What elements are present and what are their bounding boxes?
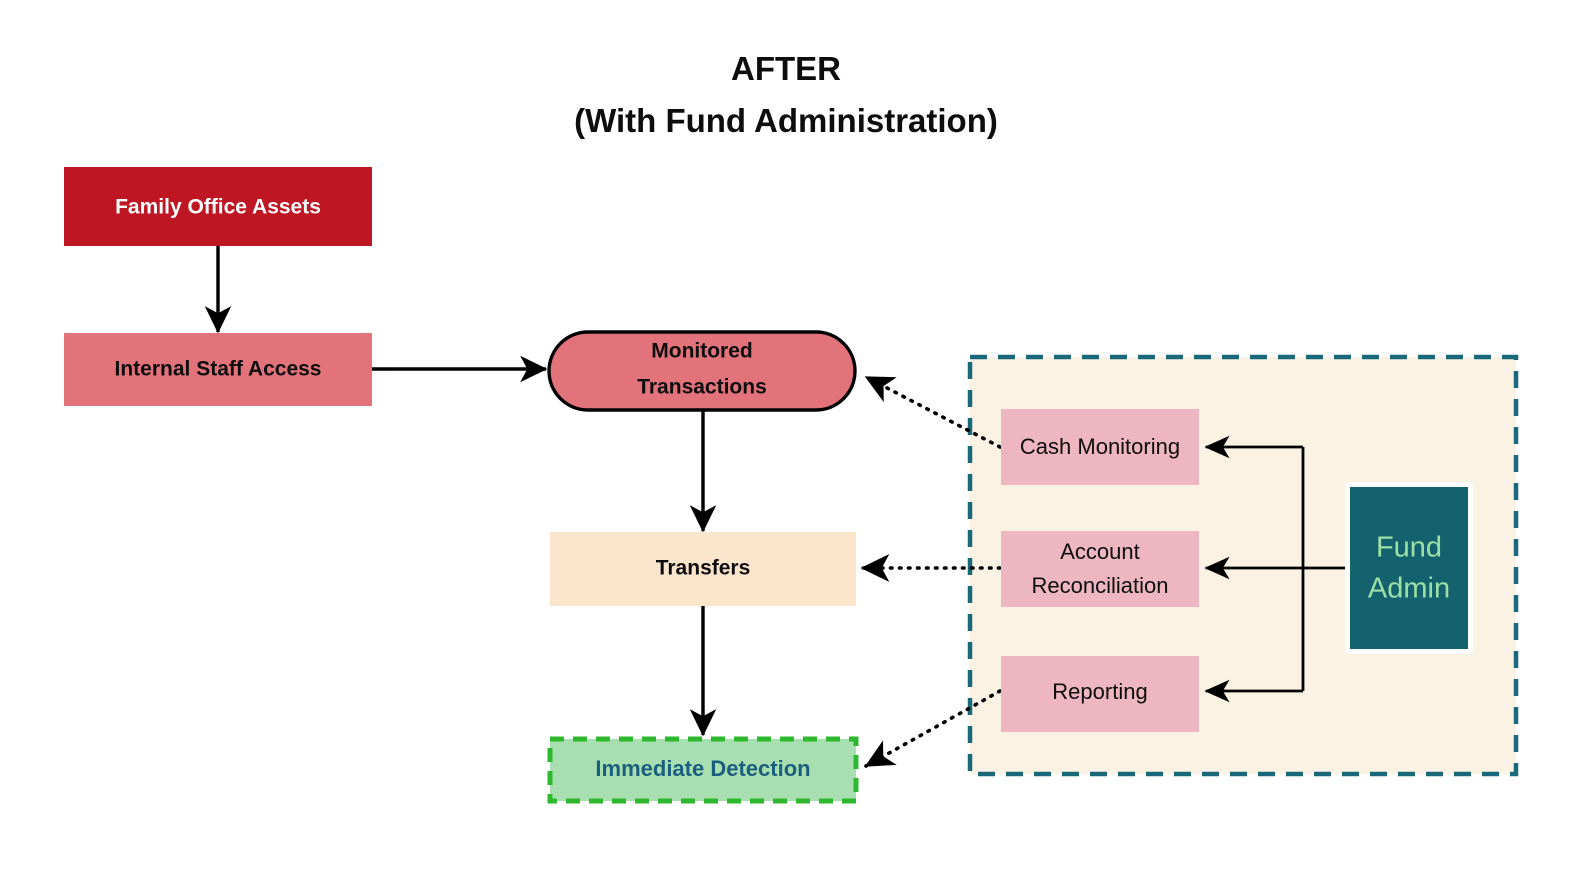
- node-account-reconciliation[interactable]: [1001, 531, 1199, 607]
- node-fund-admin[interactable]: [1350, 487, 1468, 649]
- node-immediate-detection[interactable]: [547, 736, 859, 804]
- node-monitored-transactions-label-line2: Transactions: [637, 376, 767, 399]
- node-transfers[interactable]: [550, 532, 856, 606]
- node-monitored-transactions[interactable]: [547, 330, 857, 412]
- node-account-reconciliation-label-line2: Reconciliation: [1032, 573, 1169, 598]
- page-title-line1: AFTER: [731, 50, 841, 87]
- node-family-office-assets[interactable]: [64, 167, 372, 246]
- node-account-reconciliation-label-line1: Account: [1060, 539, 1140, 564]
- node-transfers-label: Transfers: [656, 557, 751, 580]
- node-cash-monitoring[interactable]: [1001, 409, 1199, 485]
- page-title-line2: (With Fund Administration): [574, 102, 998, 139]
- node-immediate-detection-label: Immediate Detection: [595, 756, 810, 781]
- node-reporting[interactable]: [1001, 656, 1199, 732]
- node-fund-admin-label-line1: Fund: [1376, 532, 1442, 564]
- node-fund-admin-label-line2: Admin: [1368, 573, 1450, 605]
- dotted-arrow-reporting-to-detection: [864, 689, 1002, 768]
- node-reporting-label: Reporting: [1052, 679, 1147, 704]
- node-monitored-transactions-label-line1: Monitored: [651, 340, 752, 363]
- node-cash-monitoring-label: Cash Monitoring: [1020, 434, 1180, 459]
- node-internal-staff-access[interactable]: [64, 333, 372, 406]
- node-internal-staff-access-label: Internal Staff Access: [115, 358, 322, 381]
- dotted-arrow-cash-monitoring-to-monitored: [864, 375, 1002, 449]
- node-family-office-assets-label: Family Office Assets: [115, 196, 321, 219]
